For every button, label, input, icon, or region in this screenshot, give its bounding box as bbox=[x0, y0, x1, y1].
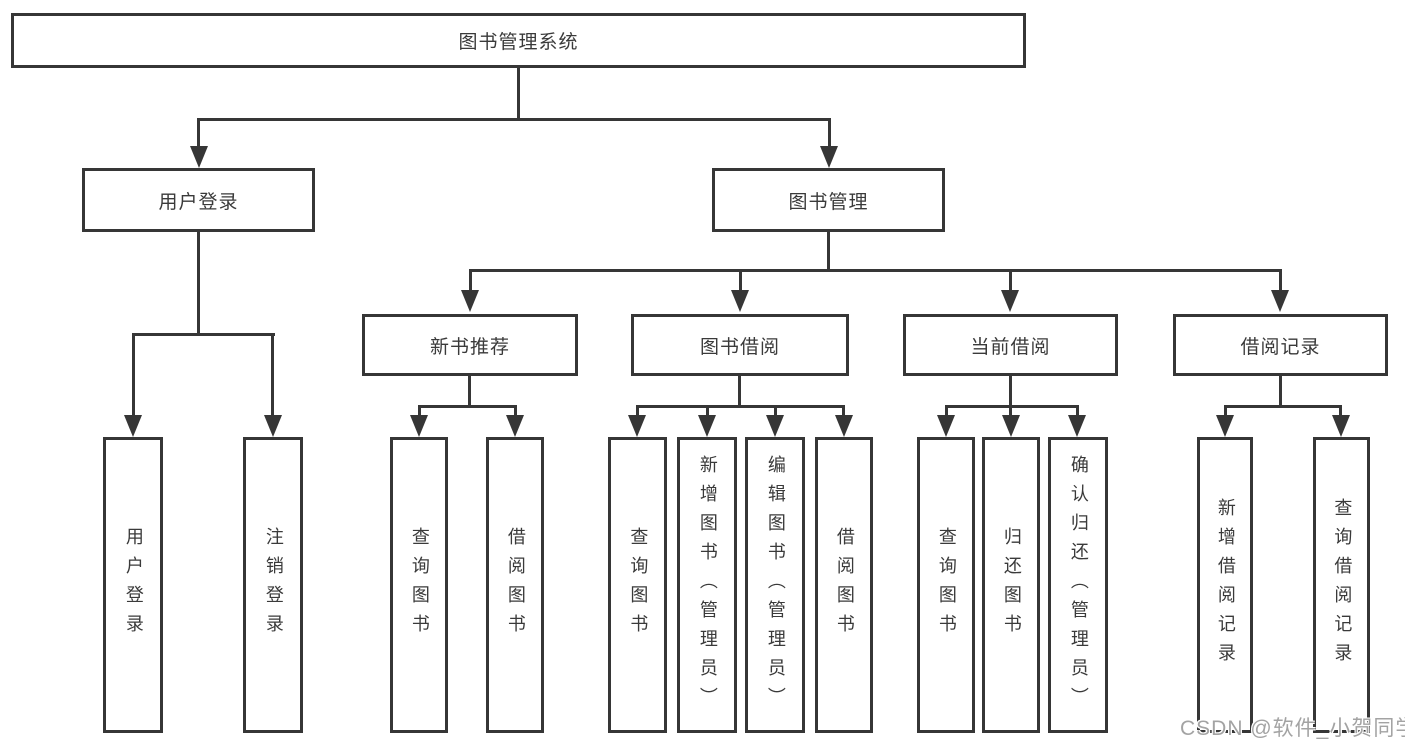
leaf-borrow-books: 借阅图书 bbox=[815, 437, 873, 733]
leaf-borrow-books-recommend-label: 借阅图书 bbox=[505, 527, 526, 643]
node-current-borrow: 当前借阅 bbox=[903, 314, 1118, 376]
connector-line bbox=[469, 269, 472, 291]
connector-arrowhead bbox=[1068, 415, 1086, 437]
node-book-borrow-label: 图书借阅 bbox=[699, 336, 780, 358]
leaf-logout-label: 注销登录 bbox=[263, 527, 284, 643]
connector-line bbox=[418, 405, 421, 417]
node-root-label: 图书管理系统 bbox=[458, 32, 579, 53]
node-new-book-recommend-label: 新书推荐 bbox=[429, 336, 510, 358]
connector-line bbox=[1009, 405, 1012, 417]
leaf-user-login-label: 用户登录 bbox=[123, 527, 144, 643]
connector-arrowhead bbox=[190, 146, 208, 168]
connector-line bbox=[197, 118, 200, 148]
leaf-confirm-return-admin: 确认归还（管理员） bbox=[1048, 437, 1108, 733]
connector-arrowhead bbox=[937, 415, 955, 437]
node-current-borrow-label: 当前借阅 bbox=[970, 336, 1051, 358]
connector-line bbox=[1279, 269, 1282, 291]
leaf-borrow-books-label: 借阅图书 bbox=[834, 527, 855, 643]
leaf-logout: 注销登录 bbox=[243, 437, 303, 733]
node-borrow-records: 借阅记录 bbox=[1173, 314, 1388, 376]
connector-arrowhead bbox=[461, 290, 479, 312]
node-user-login: 用户登录 bbox=[82, 168, 315, 232]
connector-arrowhead bbox=[731, 290, 749, 312]
connector-arrowhead bbox=[1271, 290, 1289, 312]
connector-line bbox=[1339, 405, 1342, 417]
connector-arrowhead bbox=[1002, 415, 1020, 437]
connector-arrowhead bbox=[264, 415, 282, 437]
leaf-query-books-recommend-label: 查询图书 bbox=[409, 527, 430, 643]
connector-line bbox=[197, 118, 831, 121]
node-root: 图书管理系统 bbox=[11, 13, 1026, 68]
leaf-add-book-admin: 新增图书（管理员） bbox=[677, 437, 737, 733]
connector-line bbox=[945, 405, 1079, 408]
connector-line bbox=[132, 333, 135, 417]
connector-arrowhead bbox=[1216, 415, 1234, 437]
leaf-add-borrow-record: 新增借阅记录 bbox=[1197, 437, 1253, 733]
leaf-user-login: 用户登录 bbox=[103, 437, 163, 733]
connector-line bbox=[132, 333, 275, 336]
node-borrow-records-label: 借阅记录 bbox=[1240, 336, 1321, 358]
leaf-return-books: 归还图书 bbox=[982, 437, 1040, 733]
connector-line bbox=[636, 405, 845, 408]
connector-line bbox=[842, 405, 845, 417]
connector-line bbox=[774, 405, 777, 417]
connector-arrowhead bbox=[628, 415, 646, 437]
connector-line bbox=[271, 333, 274, 417]
connector-line bbox=[1009, 376, 1012, 407]
connector-arrowhead bbox=[1332, 415, 1350, 437]
connector-arrowhead bbox=[410, 415, 428, 437]
connector-line bbox=[636, 405, 639, 417]
node-book-management: 图书管理 bbox=[712, 168, 945, 232]
leaf-add-borrow-record-label: 新增借阅记录 bbox=[1215, 498, 1236, 672]
connector-line bbox=[1279, 376, 1282, 407]
leaf-edit-book-admin-label: 编辑图书（管理员） bbox=[765, 454, 786, 716]
connector-line bbox=[828, 118, 831, 148]
connector-line bbox=[945, 405, 948, 417]
connector-line bbox=[706, 405, 709, 417]
leaf-query-borrow-record-label: 查询借阅记录 bbox=[1332, 498, 1353, 672]
connector-line bbox=[468, 376, 471, 407]
connector-arrowhead bbox=[698, 415, 716, 437]
connector-arrowhead bbox=[835, 415, 853, 437]
connector-line bbox=[514, 405, 517, 417]
connector-line bbox=[1009, 269, 1012, 291]
connector-line bbox=[1076, 405, 1079, 417]
connector-line bbox=[469, 269, 1282, 272]
connector-line bbox=[738, 376, 741, 407]
connector-arrowhead bbox=[766, 415, 784, 437]
leaf-query-books-current-label: 查询图书 bbox=[936, 527, 957, 643]
connector-line bbox=[739, 269, 742, 291]
connector-arrowhead bbox=[820, 146, 838, 168]
leaf-query-books-borrow-label: 查询图书 bbox=[628, 527, 649, 643]
watermark: CSDN @软件_小贺同学 bbox=[1180, 717, 1405, 740]
connector-line bbox=[1224, 405, 1227, 417]
leaf-add-book-admin-label: 新增图书（管理员） bbox=[697, 454, 718, 716]
leaf-query-books-recommend: 查询图书 bbox=[390, 437, 448, 733]
node-book-management-label: 图书管理 bbox=[788, 191, 869, 213]
connector-arrowhead bbox=[506, 415, 524, 437]
connector-line bbox=[517, 68, 520, 121]
leaf-query-books-borrow: 查询图书 bbox=[608, 437, 667, 733]
connector-line bbox=[197, 232, 200, 336]
connector-line bbox=[1224, 405, 1342, 408]
connector-line bbox=[418, 405, 517, 408]
leaf-return-books-label: 归还图书 bbox=[1001, 527, 1022, 643]
leaf-query-books-current: 查询图书 bbox=[917, 437, 975, 733]
connector-arrowhead bbox=[1001, 290, 1019, 312]
node-user-login-label: 用户登录 bbox=[158, 191, 239, 213]
connector-arrowhead bbox=[124, 415, 142, 437]
leaf-edit-book-admin: 编辑图书（管理员） bbox=[745, 437, 805, 733]
node-book-borrow: 图书借阅 bbox=[631, 314, 849, 376]
node-new-book-recommend: 新书推荐 bbox=[362, 314, 578, 376]
connector-line bbox=[827, 232, 830, 271]
leaf-query-borrow-record: 查询借阅记录 bbox=[1313, 437, 1370, 733]
leaf-confirm-return-admin-label: 确认归还（管理员） bbox=[1068, 454, 1089, 716]
leaf-borrow-books-recommend: 借阅图书 bbox=[486, 437, 544, 733]
